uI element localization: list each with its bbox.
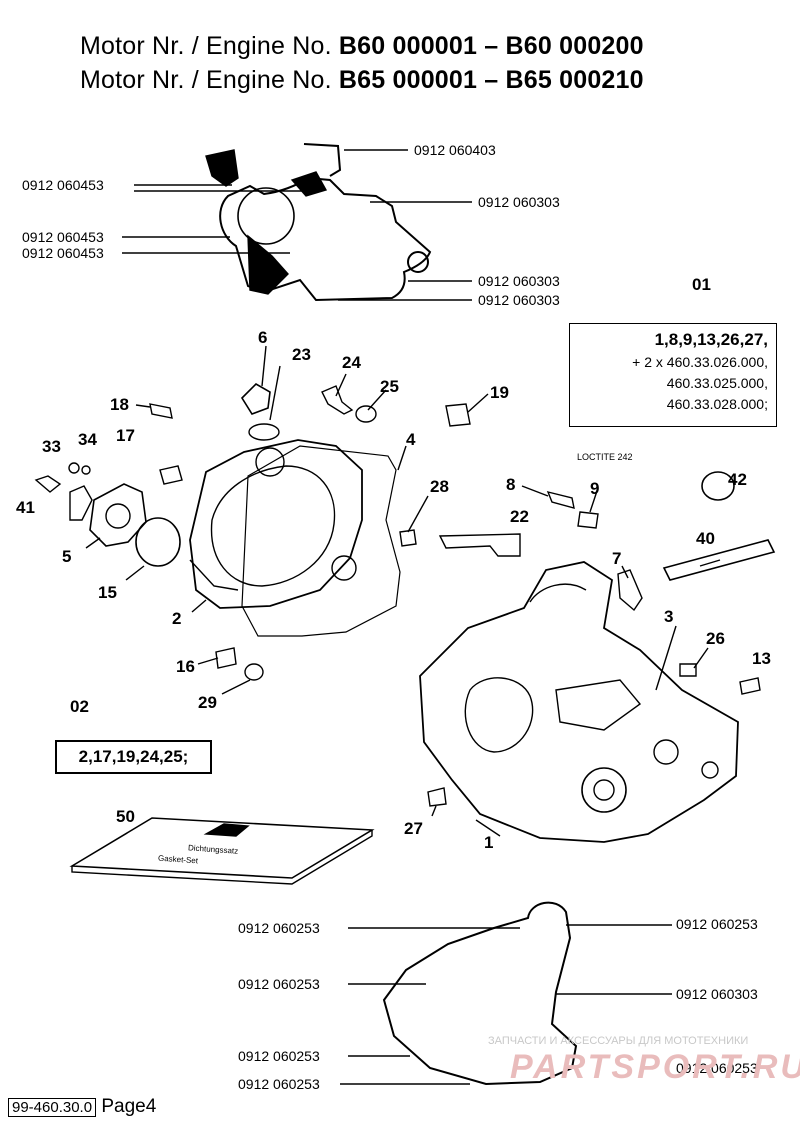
kit-02-box: 2,17,19,24,25; (55, 740, 212, 774)
callout-top-3: 0912 060303 (478, 194, 560, 210)
callout-bottom-2: 0912 060253 (676, 916, 758, 932)
part-number: 1 (484, 833, 494, 852)
kit-01-box: 1,8,9,13,26,27, + 2 x 460.33.026.000, 46… (569, 323, 777, 427)
part-number: 19 (490, 383, 509, 402)
engine-range-2: B65 000001 – B65 000210 (338, 66, 644, 94)
engine-range-1: B60 000001 – B60 000200 (338, 32, 644, 60)
page-footer: 99-460.30.0 Page4 (8, 1096, 156, 1118)
part-number: 3 (664, 607, 674, 626)
part-number: 4 (406, 430, 416, 449)
gasket-set-booklet (69, 817, 375, 885)
callout-bottom-1: 0912 060253 (238, 920, 320, 936)
page-number: Page4 (101, 1096, 157, 1117)
loctite-note: LOCTITE 242 (577, 452, 633, 462)
callout-bottom-5: 0912 060253 (238, 1048, 320, 1064)
callout-bottom-3: 0912 060253 (238, 976, 320, 992)
part-number: 42 (728, 470, 747, 489)
part-number: 41 (16, 498, 35, 517)
callout-top-6: 0912 060303 (478, 273, 560, 289)
part-number: 7 (612, 549, 622, 568)
callout-bottom-4: 0912 060303 (676, 986, 758, 1002)
watermark-subtitle: ЗАПЧАСТИ И АКСЕССУАРЫ ДЛЯ МОТОТЕХНИКИ (488, 1035, 749, 1047)
part-number: 13 (752, 649, 771, 668)
callout-bottom-6: 0912 060253 (676, 1060, 758, 1076)
header-line-2: Motor Nr. / Engine No. B65 000001 – B65 … (80, 66, 644, 95)
header-line-1: Motor Nr. / Engine No. B60 000001 – B60 … (80, 32, 644, 61)
part-number: 34 (78, 430, 97, 449)
kit-01-number: 01 (692, 275, 711, 294)
cover-gasket (241, 445, 401, 637)
header-label-1: Motor Nr. / Engine No. (80, 32, 332, 60)
part-number: 6 (258, 328, 268, 347)
water-pump-cover (69, 483, 147, 547)
part-number: 15 (98, 583, 117, 602)
part-number: 23 (292, 345, 311, 364)
callout-top-7: 0912 060303 (478, 292, 560, 308)
callout-top-2: 0912 060453 (22, 177, 104, 193)
callout-top-1: 0912 060403 (414, 142, 496, 158)
part-number: 33 (42, 437, 61, 456)
part-number: 24 (342, 353, 361, 372)
part-number: 2 (172, 609, 182, 628)
kit-01-line-4: 460.33.028.000; (666, 396, 768, 412)
part-number: 27 (404, 819, 423, 838)
part-number: 25 (380, 377, 399, 396)
part-number: 17 (116, 426, 135, 445)
part-number: 5 (62, 547, 72, 566)
part-number: 50 (116, 807, 135, 826)
crankcase-gasket-bottom (382, 901, 578, 1086)
document-code: 99-460.30.0 (8, 1098, 97, 1117)
kit-01-line-3: 460.33.025.000, (666, 375, 768, 391)
kit-01-line-1: 1,8,9,13,26,27, (654, 330, 768, 349)
clutch-cover (189, 439, 363, 609)
kit-01-line-2: + 2 x 460.33.026.000, (632, 354, 768, 370)
part-number: 22 (510, 507, 529, 526)
callout-top-4: 0912 060453 (22, 229, 104, 245)
cylinder-gasket-top (205, 143, 432, 302)
part-number: 29 (198, 693, 217, 712)
part-number: 26 (706, 629, 725, 648)
callout-bottom-7: 0912 060253 (238, 1076, 320, 1092)
part-number: 18 (110, 395, 129, 414)
watermark-logo: PARTSPORT.RU (510, 1048, 800, 1086)
part-number: 8 (506, 475, 516, 494)
part-number: 16 (176, 657, 195, 676)
part-number: 40 (696, 529, 715, 548)
part-number: 9 (590, 479, 600, 498)
header-label-2: Motor Nr. / Engine No. (80, 66, 332, 94)
crankcase (419, 561, 739, 843)
kit-02-number: 02 (70, 697, 89, 716)
o-ring (135, 517, 181, 567)
callout-top-5: 0912 060453 (22, 245, 104, 261)
part-number: 28 (430, 477, 449, 496)
